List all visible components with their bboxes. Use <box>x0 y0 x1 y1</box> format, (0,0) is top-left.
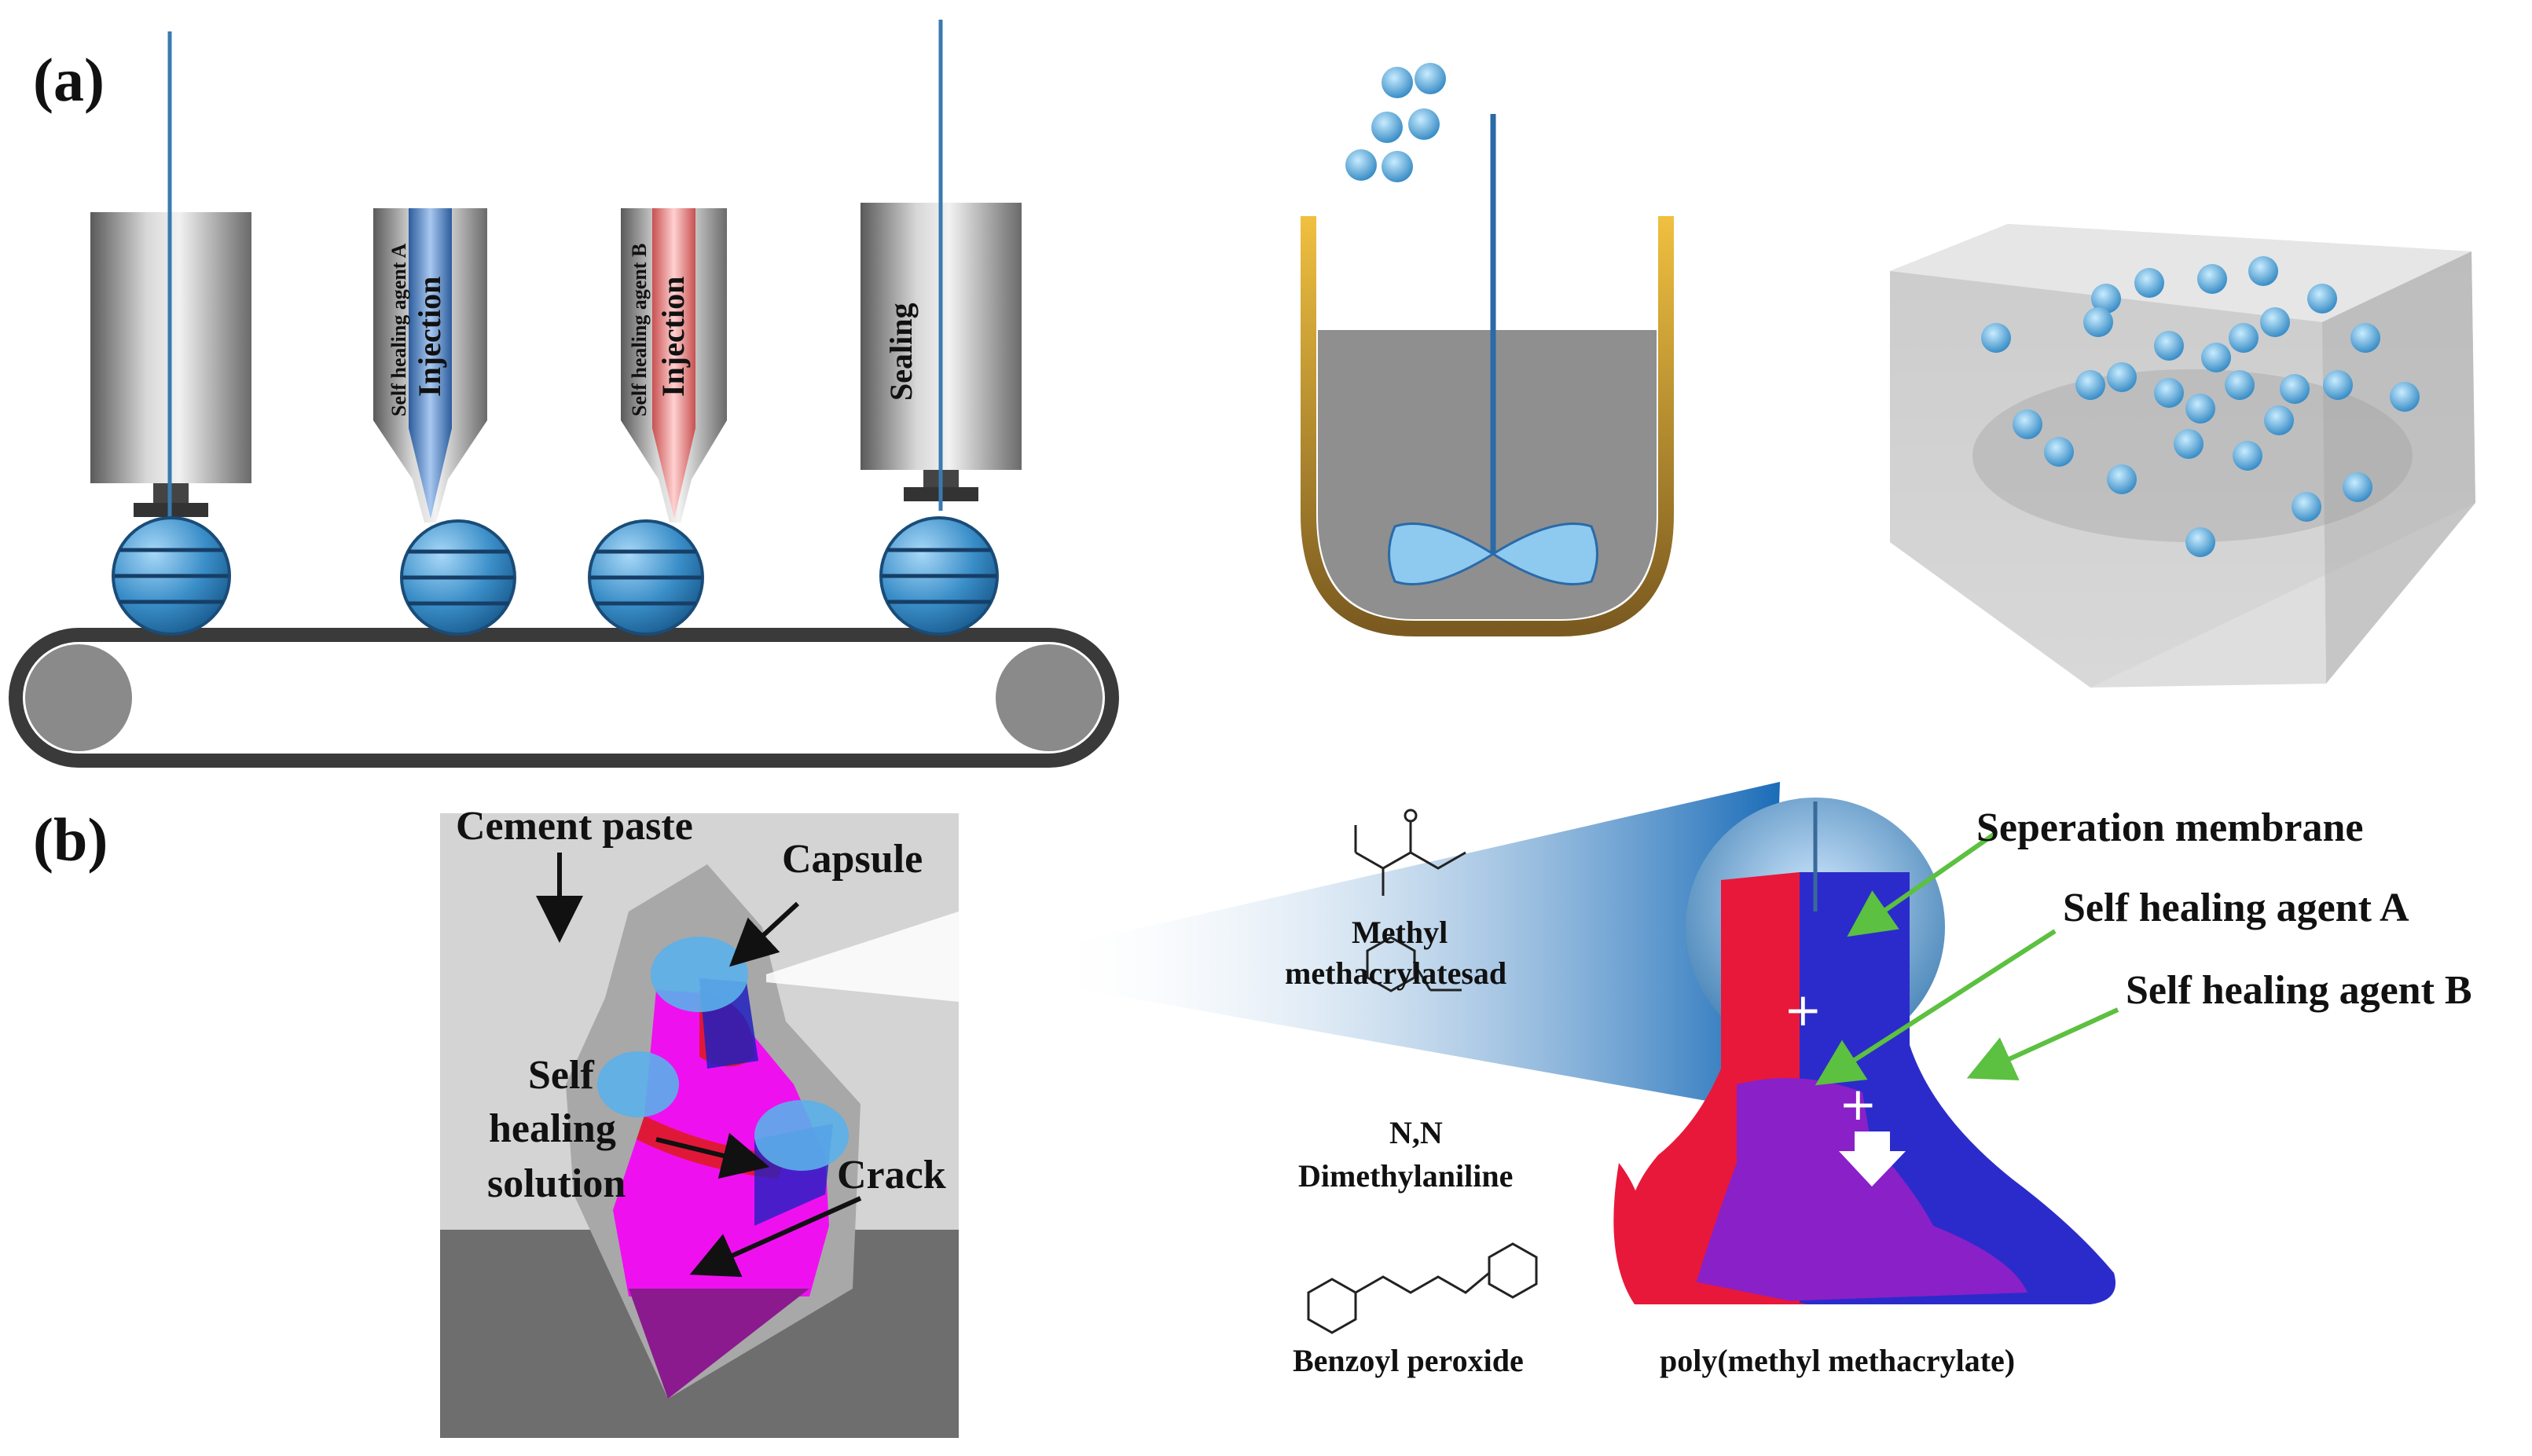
label-capsule: Capsule <box>782 837 923 882</box>
arrow-membrane <box>1847 831 1998 937</box>
label-product: poly(methyl methacrylate) <box>1660 1343 2015 1378</box>
plus-1: + <box>1784 983 1822 1036</box>
arrow-crack <box>689 1196 862 1278</box>
capsule-balls <box>112 516 999 636</box>
nozzle-sealing-text: Sealing <box>883 303 919 401</box>
label-membrane: Seperation membrane <box>1976 805 2363 850</box>
plus-2: + <box>1839 1077 1877 1131</box>
nozzle-empty <box>90 31 251 523</box>
mixing-tank <box>1301 114 1674 636</box>
nozzle-injection-b-text: Injection <box>655 277 691 397</box>
cement-block-with-capsules <box>1890 224 2475 688</box>
label-agent-a: Self healing agent A <box>2063 886 2409 930</box>
nozzle-injection-b: Self healing agent B Injection <box>621 208 727 523</box>
label-agent-b: Self healing agent B <box>2126 968 2472 1013</box>
arrow-agent-b <box>1966 1007 2119 1080</box>
label-cement-paste: Cement paste <box>456 804 693 849</box>
label-crack: Crack <box>837 1153 946 1197</box>
label-healing: healing <box>489 1106 616 1151</box>
nozzle-injection-a-text: Injection <box>412 277 447 397</box>
panel-label-b: (b) <box>33 805 108 874</box>
arrow-capsule <box>728 901 800 967</box>
crack-diagram <box>440 813 959 1438</box>
zoom-cone <box>1041 782 1780 1112</box>
arrow-agent-a <box>1815 929 2057 1086</box>
chem-mma-line2: methacrylatesad <box>1285 955 1506 991</box>
nozzle-agent-a-text: Self healing agent A <box>387 243 410 416</box>
capsule-reaction-view: + + <box>1613 798 2116 1304</box>
panel-label-a: (a) <box>33 46 105 114</box>
falling-capsules <box>1345 63 1446 182</box>
arrow-solution <box>655 1132 770 1179</box>
chem-dma-line1: N,N <box>1389 1115 1443 1150</box>
nozzle-sealing: Sealing <box>861 20 1022 511</box>
nozzle-agent-b-text: Self healing agent B <box>628 244 651 416</box>
label-solution: solution <box>487 1161 626 1206</box>
chem-bpo: Benzoyl peroxide <box>1293 1343 1524 1378</box>
label-self: Self <box>528 1053 594 1098</box>
conveyor-belt <box>9 628 1119 768</box>
chem-dma-line2: Dimethylaniline <box>1298 1158 1513 1194</box>
chem-structures <box>1307 809 1538 1334</box>
chem-mma-line1: Methyl <box>1352 915 1448 950</box>
nozzle-injection-a: Self healing agent A Injection <box>373 208 487 523</box>
